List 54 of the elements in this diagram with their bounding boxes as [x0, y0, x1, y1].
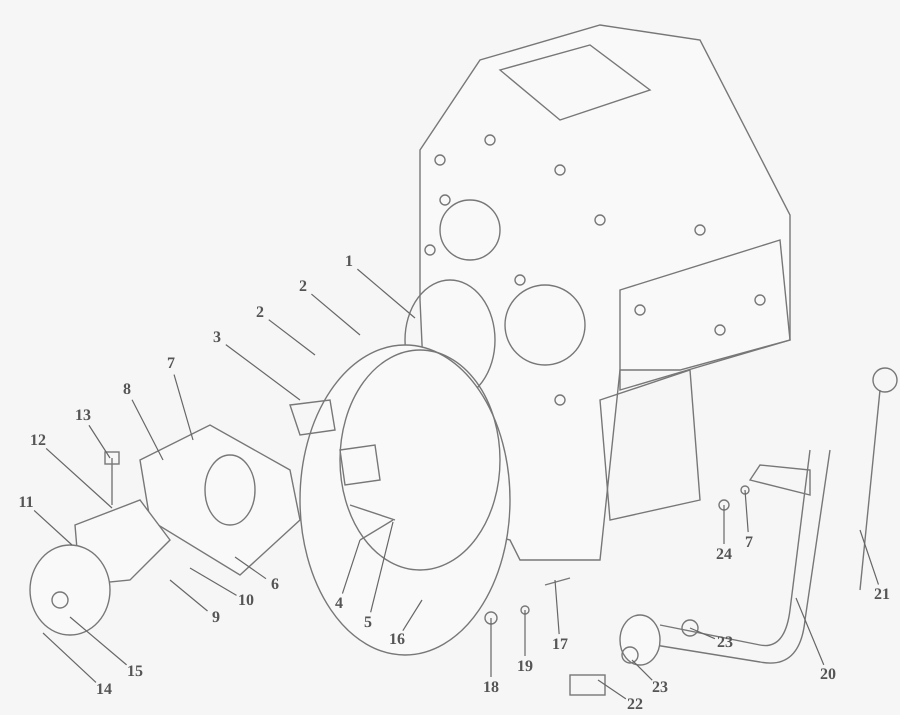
leader-line: [132, 400, 164, 460]
callout-number: 8: [123, 381, 131, 399]
leader-line: [859, 530, 880, 585]
leader-line: [70, 616, 127, 666]
leader-line: [357, 268, 416, 318]
leader-line: [490, 618, 492, 677]
callout-number: 7: [745, 534, 753, 552]
leader-line: [225, 344, 300, 400]
callout-number: 1: [345, 253, 353, 271]
callout-number: 6: [271, 576, 279, 594]
leader-line: [234, 556, 266, 580]
leader-line: [342, 540, 361, 594]
callout-number: 22: [627, 696, 643, 714]
leader-line: [46, 448, 112, 508]
callout-number: 5: [364, 614, 372, 632]
leader-line: [744, 490, 749, 532]
leader-line: [632, 660, 653, 681]
leader-line: [402, 600, 422, 631]
leader-line: [723, 505, 725, 544]
callout-number: 16: [389, 631, 405, 649]
leader-line: [311, 294, 360, 336]
callout-number: 4: [335, 595, 343, 613]
callout-number: 17: [552, 636, 568, 654]
leader-line: [524, 610, 526, 656]
callout-number: 13: [75, 407, 91, 425]
leader-line: [88, 424, 110, 458]
leader-line: [370, 522, 394, 612]
callout-number: 7: [167, 355, 175, 373]
callout-number: 2: [256, 304, 264, 322]
callout-number: 10: [238, 592, 254, 610]
leader-line: [42, 632, 96, 683]
callout-number: 11: [18, 494, 34, 512]
leader-line: [268, 319, 316, 356]
callout-number: 2: [299, 278, 307, 296]
leader-line: [554, 580, 560, 634]
callout-number: 15: [127, 663, 143, 681]
callout-number: 21: [874, 586, 890, 604]
callout-number: 3: [213, 329, 221, 347]
leader-line: [34, 510, 72, 546]
leader-line: [190, 567, 237, 596]
callout-number: 24: [716, 546, 732, 564]
callout-number: 12: [30, 432, 46, 450]
leader-line: [690, 627, 716, 640]
leader-line: [173, 374, 194, 440]
callout-number: 20: [820, 666, 836, 684]
callout-number: 9: [212, 609, 220, 627]
leader-line: [170, 580, 208, 612]
callout-number: 18: [483, 679, 499, 697]
leader-line: [795, 598, 824, 666]
callout-number: 23: [717, 634, 733, 652]
callout-number: 23: [652, 679, 668, 697]
callout-number: 19: [517, 658, 533, 676]
callout-number: 14: [96, 681, 112, 699]
leader-line: [598, 680, 626, 700]
